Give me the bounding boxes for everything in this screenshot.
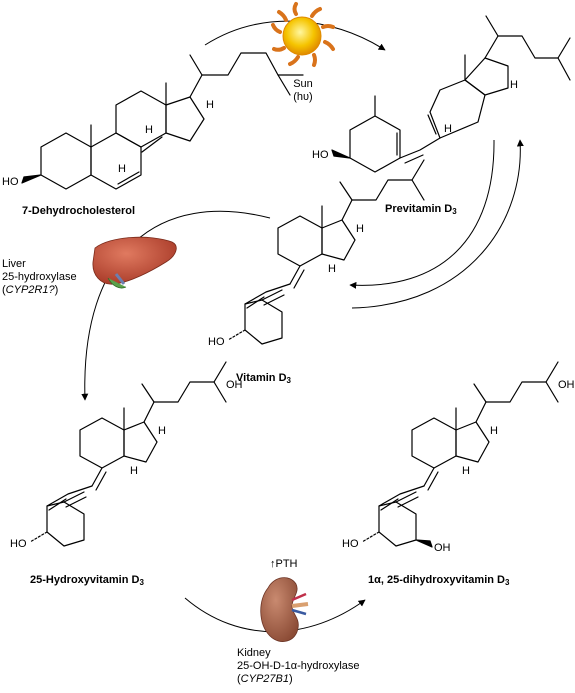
compound-name: 25-Hydroxyvitamin D	[30, 574, 140, 586]
label-vitamin-d3: Vitamin D3	[236, 372, 291, 385]
liver-label-gene: (CYP2R1?)	[2, 284, 77, 297]
label-7-dehydrocholesterol: 7-Dehydrocholesterol	[22, 205, 135, 218]
kidney-label-line2: 25-OH-D-1α-hydroxylase	[237, 660, 360, 672]
atom-label: H	[444, 123, 452, 135]
gene-name: CYP27B1	[240, 673, 289, 685]
atom-label: HO	[2, 176, 19, 188]
atom-label: H	[510, 79, 518, 91]
atom-label: OH	[434, 542, 451, 554]
atom-label: H	[118, 163, 126, 175]
atom-label: H	[356, 223, 364, 235]
kidney-label: Kidney 25-OH-D-1α-hydroxylase (CYP27B1)	[237, 647, 360, 686]
arrow-previtamin-to-vitamin	[349, 139, 495, 289]
liver-icon	[92, 236, 177, 289]
compound-name: Vitamin D	[236, 372, 287, 384]
gene-paren-close: )	[288, 673, 293, 685]
atom-label: HO	[342, 538, 359, 550]
gene-paren-open: (	[237, 673, 241, 685]
atom-label: H	[490, 425, 498, 437]
kidney-label-gene: (CYP27B1)	[237, 673, 360, 686]
atom-label: H	[158, 425, 166, 437]
structure-1a-25-dihydroxyvitamin-d3	[361, 361, 559, 548]
atom-label: H	[206, 99, 214, 111]
label-25-hydroxyvitamin-d3: 25-Hydroxyvitamin D3	[30, 574, 144, 587]
sun-icon	[271, 2, 335, 67]
liver-label-line2: 25-hydroxylase	[2, 271, 77, 283]
label-1a-25-dihydroxyvitamin-d3: 1α, 25-dihydroxyvitamin D3	[368, 574, 509, 587]
compound-subscript: 3	[504, 578, 510, 587]
label-previtamin-d3: Previtamin D3	[385, 203, 457, 216]
compound-subscript: 3	[139, 578, 144, 587]
reaction-arrows	[81, 20, 524, 633]
atom-label: H	[130, 465, 138, 477]
atom-label: H	[462, 465, 470, 477]
atom-label: HO	[10, 538, 27, 550]
sun-label-line2: (hυ)	[293, 91, 313, 103]
liver-label: Liver 25-hydroxylase (CYP2R1?)	[2, 258, 77, 297]
atom-label: OH	[558, 379, 575, 391]
gene-paren-open: (	[2, 284, 6, 296]
pth-label: ↑PTH	[270, 558, 298, 571]
compound-subscript: 3	[452, 207, 457, 216]
structure-7-dehydrocholesterol	[21, 52, 304, 190]
atom-label: H	[328, 263, 336, 275]
liver-label-line1: Liver	[2, 258, 26, 270]
compound-name: Previtamin D	[385, 203, 453, 215]
structure-vitamin-d3	[227, 159, 425, 345]
sun-label: Sun (hυ)	[282, 78, 324, 104]
atom-label: H	[145, 124, 153, 136]
sun-label-line1: Sun	[293, 78, 313, 90]
structure-previtamin-d3	[331, 15, 571, 173]
gene-paren-close: )	[54, 284, 59, 296]
compound-name: 7-Dehydrocholesterol	[22, 205, 136, 217]
arrow-vitamin-to-previtamin	[351, 139, 524, 309]
compound-subscript: 3	[286, 376, 291, 385]
kidney-icon	[260, 577, 309, 642]
compound-name: 1α, 25-dihydroxyvitamin D	[368, 574, 505, 586]
atom-label: OH	[226, 379, 243, 391]
structure-25-hydroxyvitamin-d3	[29, 361, 227, 547]
kidney-label-line1: Kidney	[237, 647, 271, 659]
pth-text: ↑PTH	[270, 558, 298, 570]
atom-label: HO	[312, 149, 329, 161]
gene-name: CYP2R1?	[5, 284, 55, 296]
atom-label: HO	[208, 336, 225, 348]
